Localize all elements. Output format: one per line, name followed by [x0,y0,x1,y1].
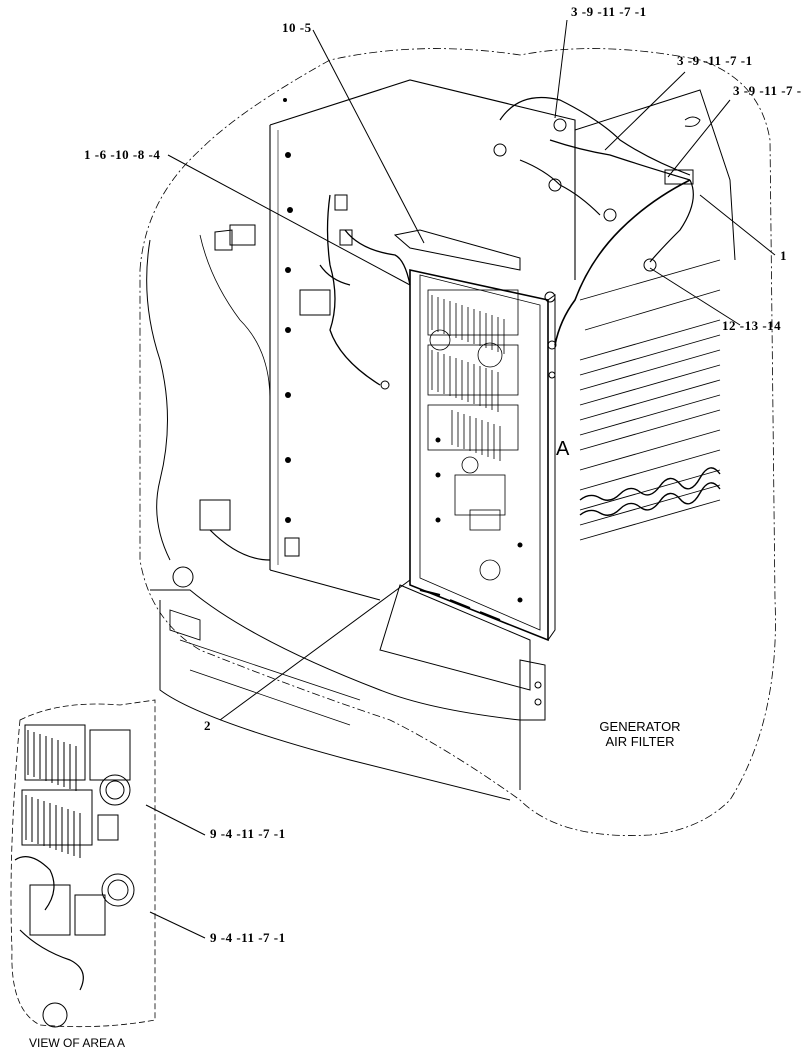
grille-wave [579,467,721,501]
callout-inset-2[interactable]: 9 -4 -11 -7 -1 [210,930,286,945]
callout-harness-top-2[interactable]: 3 -9 -11 -7 -1 [677,53,753,68]
note-line-2: AIR FILTER [605,734,675,749]
callout-harness-top-3[interactable]: 3 -9 -11 -7 - [733,83,802,98]
rear-panel [269,79,576,280]
left-harness [326,194,381,386]
callout-harness-left[interactable]: 1 -6 -10 -8 -4 [84,147,161,162]
housing-left-curve [146,239,171,561]
lower-body [150,589,521,790]
callout-part-2[interactable]: 2 [204,718,211,733]
electrical-box-top-flange [393,229,521,271]
inset-view-area-a [10,699,156,1028]
machine-outline-dashed [139,48,776,836]
grille-slats [579,319,721,541]
leader-lines [145,19,776,939]
callout-fasteners[interactable]: 12 -13 -14 [722,318,782,333]
electrical-box-inner [419,274,541,631]
terminal-strips [427,289,519,581]
top-harness [499,96,691,176]
note-line-1: GENERATOR [599,719,681,734]
generator-air-filter-note: GENERATOR AIR FILTER [580,719,700,749]
area-a-marker: A [556,438,570,460]
upper-right-housing [574,89,736,261]
lower-right-housing [519,659,546,721]
box-base [379,584,531,691]
callout-harness-top-1[interactable]: 3 -9 -11 -7 -1 [571,4,647,19]
callout-bracket[interactable]: 10 -5 [282,20,312,35]
callout-part-1[interactable]: 1 [780,248,787,263]
view-area-a-label: VIEW OF AREA A [29,1036,126,1050]
housing-left-curve-2 [199,234,271,401]
callout-inset-1[interactable]: 9 -4 -11 -7 -1 [210,826,286,841]
electrical-box-front [409,269,549,642]
